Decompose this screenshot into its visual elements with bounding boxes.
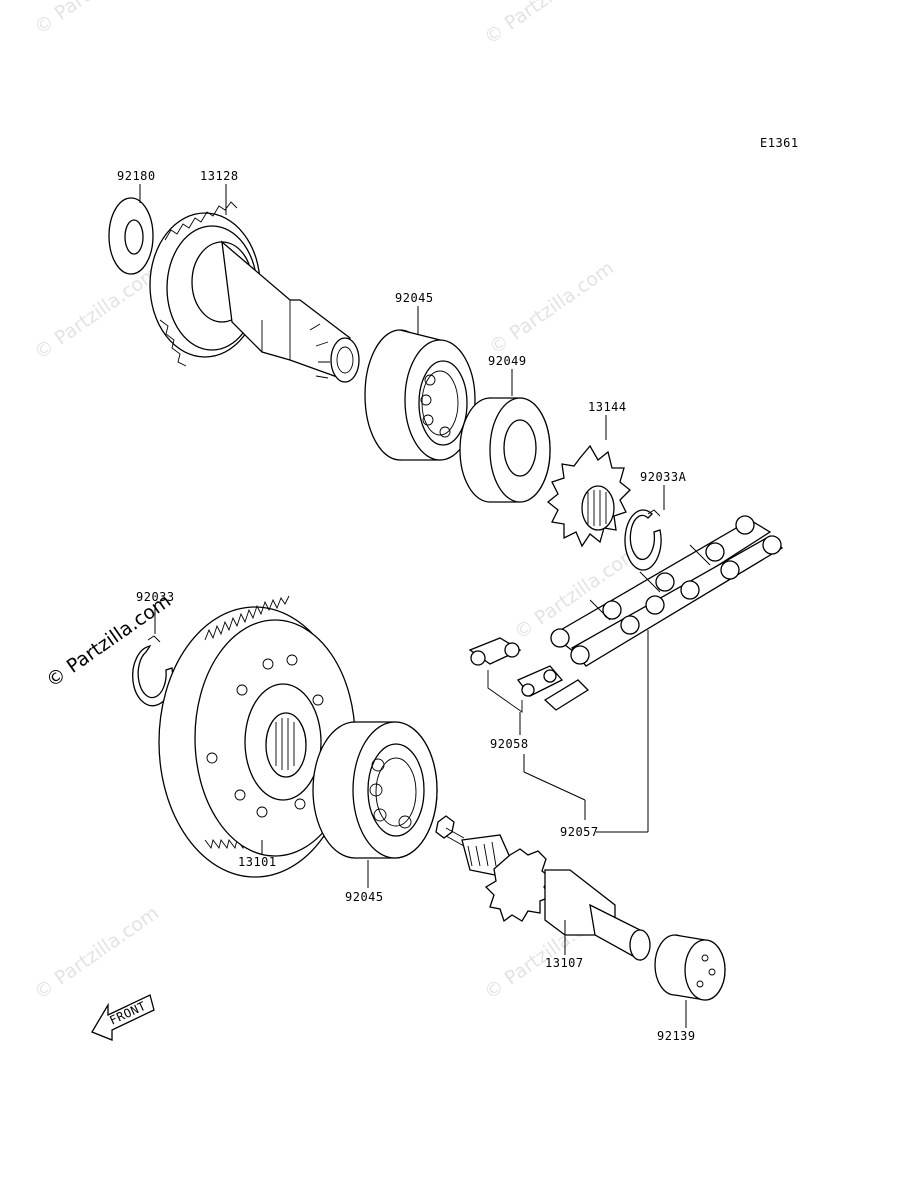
label-92045-top: 92045 (395, 291, 434, 305)
watermark: © Partzilla.com (480, 0, 613, 49)
label-13128: 13128 (200, 169, 239, 183)
washer-92180 (108, 197, 154, 275)
oil-seal-92049 (459, 397, 551, 503)
bearing-92045-bottom (312, 721, 438, 859)
label-92058: 92058 (490, 737, 529, 751)
diagram-code: E1361 (760, 136, 799, 150)
label-92057: 92057 (560, 825, 599, 839)
watermark: © Partzilla.com (30, 262, 163, 364)
label-92045-bottom: 92045 (345, 890, 384, 904)
label-13107: 13107 (545, 956, 584, 970)
watermark: © Partzilla.com (485, 257, 618, 359)
gear-shaft-13128 (149, 201, 360, 383)
chain-92057 (550, 515, 784, 667)
sprocket-13144 (546, 444, 631, 548)
bushing-92139 (654, 934, 726, 1001)
label-92049: 92049 (488, 354, 527, 368)
label-92139: 92139 (657, 1029, 696, 1043)
front-label: FRONT (107, 999, 148, 1028)
label-13101: 13101 (238, 855, 277, 869)
watermark: © Partzilla.com (30, 902, 163, 1004)
watermark: © Partzilla.com (30, 0, 163, 39)
label-92180: 92180 (117, 169, 156, 183)
master-link-92058 (468, 637, 590, 716)
label-92033A: 92033A (640, 470, 687, 484)
circlip-92033A (624, 509, 662, 571)
shaft-13107 (435, 815, 651, 962)
front-arrow-icon: FRONT (91, 994, 155, 1041)
bearing-92045-top (364, 329, 476, 461)
label-13144: 13144 (588, 400, 627, 414)
label-92033: 92033 (136, 590, 175, 604)
